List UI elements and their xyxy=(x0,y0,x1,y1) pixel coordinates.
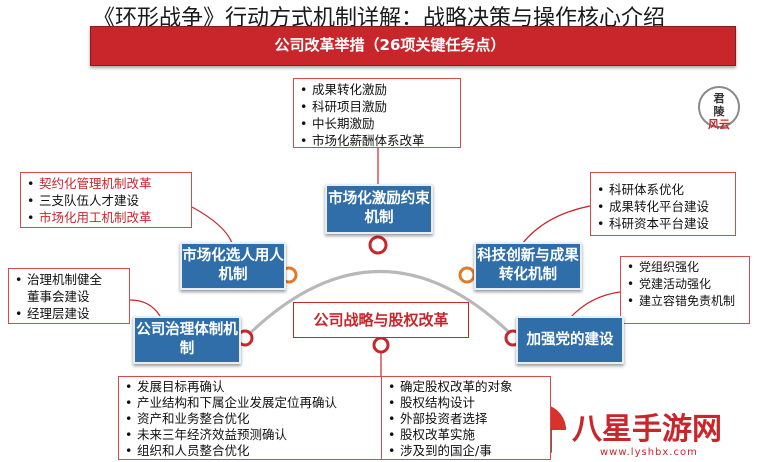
logo-line-2: 陵 xyxy=(713,105,725,118)
logo-line-3: 风云 xyxy=(708,118,730,131)
right-upper-measures-box: 科研体系优化 成果转化平台建设 科研资本平台建设 xyxy=(590,172,736,236)
list-item: 契约化管理机制改革 xyxy=(27,175,185,192)
connector-left-lower xyxy=(129,299,161,317)
list-item: 确定股权改革的对象 xyxy=(388,379,544,395)
list-item-text: 董事会建设 xyxy=(27,289,90,304)
header-banner xyxy=(90,26,736,66)
bottom-right-measures-box: 确定股权改革的对象 股权结构设计 外部投资者选择 股权改革实施 涉及到的国企/事 xyxy=(381,376,551,460)
node-corporate-governance: 公司治理体制机制 xyxy=(133,316,241,364)
right-lower-measures-box: 党组织强化 党建活动强化 建立容错免责机制 xyxy=(620,256,750,324)
list-item: 中长期激励 xyxy=(300,115,454,132)
list-item: 股权结构设计 xyxy=(388,395,544,411)
top-measures-box: 成果转化激励 科研项目激励 中长期激励 市场化薪酬体系改革 xyxy=(293,78,461,149)
list-item: 产业结构和下属企业发展定位再确认 xyxy=(125,395,375,411)
banner-title: 公司改革举措（26项关键任务点） xyxy=(274,36,506,54)
main-arc xyxy=(243,270,517,340)
list-item: 外部投资者选择 xyxy=(388,411,544,427)
list-item: 三支队伍人才建设 xyxy=(27,192,185,209)
list-item: 党组织强化 xyxy=(627,259,743,276)
node-tech-innovation: 科技创新与成果转化机制 xyxy=(474,242,582,290)
list-item: 涉及到的国企/事 xyxy=(388,443,544,459)
list-item: 成果转化平台建设 xyxy=(597,198,729,215)
connector-right-upper xyxy=(521,205,591,245)
list-item: 市场化用工机制改革 xyxy=(27,209,185,226)
list-item-text: 治理机制健全 xyxy=(27,272,103,287)
list-item: 经理层建设 xyxy=(15,305,123,322)
list-item: 党建活动强化 xyxy=(627,276,743,293)
logo-line-1: 君 xyxy=(713,92,725,105)
list-item: 发展目标再确认 xyxy=(125,379,375,395)
list-item: 股权改革实施 xyxy=(388,427,544,443)
ring-right-upper xyxy=(458,266,476,284)
list-item: 成果转化激励 xyxy=(300,81,454,98)
node-party-building: 加强党的建设 xyxy=(516,316,624,364)
left-upper-measures-box: 契约化管理机制改革 三支队伍人才建设 市场化用工机制改革 xyxy=(20,172,192,228)
watermark-url: www.lyshbx.com xyxy=(600,447,698,458)
ring-center xyxy=(372,336,390,354)
list-item: 科研项目激励 xyxy=(300,98,454,115)
connector-left-upper xyxy=(191,206,233,244)
list-item: 未来三年经济效益预测确认 xyxy=(125,427,375,443)
node-market-incentive: 市场化激励约束机制 xyxy=(325,184,433,234)
brand-logo: 君 陵 风云 xyxy=(698,86,740,131)
list-item: 建立容错免责机制 xyxy=(627,293,737,310)
node-market-talent: 市场化选人用人机制 xyxy=(180,242,286,290)
ring-top xyxy=(368,235,388,255)
list-item: 科研资本平台建设 xyxy=(597,215,729,232)
watermark-text: 八星手游网 xyxy=(572,412,722,447)
list-item: 科研体系优化 xyxy=(597,181,729,198)
list-item: 市场化薪酬体系改革 xyxy=(300,132,454,149)
center-strategy-equity: 公司战略与股权改革 xyxy=(293,302,469,338)
bottom-left-measures-box: 发展目标再确认 产业结构和下属企业发展定位再确认 资产和业务整合优化 未来三年经… xyxy=(118,376,381,460)
connector-right-lower xyxy=(569,291,621,319)
list-item: 组织和人员整合优化 xyxy=(125,443,375,459)
list-item: 资产和业务整合优化 xyxy=(125,411,375,427)
